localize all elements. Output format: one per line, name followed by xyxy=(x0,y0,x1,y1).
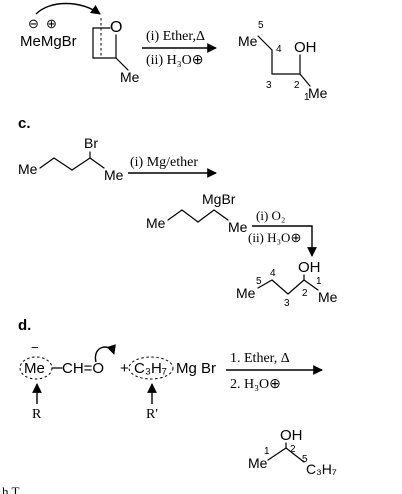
product-b-methyl-1: Me xyxy=(308,85,328,101)
aldehyde-group: CH=O xyxy=(62,360,104,377)
condition-d-1: 1. Ether, Δ xyxy=(230,351,290,366)
product-c-bond-1 xyxy=(257,279,273,289)
product-c-bond-2 xyxy=(271,279,289,295)
carbanion-charge: ⊖ xyxy=(28,16,39,31)
intermediate-bond-1 xyxy=(167,209,183,221)
carbanion-minus: − xyxy=(31,340,39,355)
condition-c-1: (i) Mg/ether xyxy=(130,155,198,170)
condition-b-2: (ii) H₃O⊕ xyxy=(146,53,203,68)
start-bond-2 xyxy=(53,157,73,171)
locant-d-2: 2 xyxy=(290,444,296,455)
section-label-c: c. xyxy=(18,115,31,132)
carbonyl-attack-arrow xyxy=(94,344,116,363)
magnesium-charge: ⊕ xyxy=(46,16,57,31)
chain-bond-b5 xyxy=(299,73,311,87)
locant-d-1: 1 xyxy=(264,446,270,457)
intermediate-bond-4 xyxy=(213,209,229,221)
condition-d-2: 2. H₃O⊕ xyxy=(230,377,281,392)
locant-c-1: 1 xyxy=(316,276,322,287)
chain-bond-b1 xyxy=(257,35,273,51)
locant-b-1: 1 xyxy=(304,92,310,103)
product-d-bond-1 xyxy=(267,447,287,461)
locant-c-2: 2 xyxy=(302,288,308,299)
locant-c-3: 3 xyxy=(284,298,290,309)
condition-c-3: (ii) H₃O⊕ xyxy=(248,230,301,245)
start-bond-1 xyxy=(39,157,55,169)
product-c-bond-3 xyxy=(287,279,305,295)
intermediate-methyl-right: Me xyxy=(228,219,248,235)
locant-d-5: 5 xyxy=(302,454,308,465)
locant-b-2: 2 xyxy=(294,80,300,91)
product-c-methyl-right: Me xyxy=(318,289,338,305)
locant-b-4: 4 xyxy=(276,44,282,55)
locant-b-3: 3 xyxy=(266,80,272,91)
intermediate-methyl-left: Me xyxy=(146,215,166,231)
condition-b-1: (i) Ether,Δ xyxy=(146,29,205,44)
epoxide-methyl: Me xyxy=(120,69,140,85)
product-c-methyl-left: Me xyxy=(236,285,256,301)
grignard-reagent: MeMgBr xyxy=(20,33,77,50)
locant-c-5: 5 xyxy=(256,276,262,287)
r-prime-label: R' xyxy=(146,407,158,422)
section-label-d: d. xyxy=(18,317,31,334)
product-d-propyl: C₃H₇ xyxy=(306,461,337,477)
start-methyl-left: Me xyxy=(18,161,38,177)
r-prime-circle xyxy=(128,356,174,380)
r-label: R xyxy=(32,407,42,422)
epoxide-oxygen: O xyxy=(110,19,122,36)
propyl-group: C₃H₇ xyxy=(134,360,167,377)
nucleophile-methyl: Me xyxy=(24,360,45,377)
bond-to-methyl xyxy=(115,57,129,71)
locant-c-4: 4 xyxy=(270,268,276,279)
reaction-arrow-c2 xyxy=(252,225,317,257)
product-c-hydroxyl: OH xyxy=(298,259,321,276)
product-d-hydroxyl: OH xyxy=(280,427,303,444)
plus-sign: + xyxy=(120,360,129,377)
nucleophilic-attack-arrow xyxy=(35,2,101,15)
magnesium-bromide: Mg Br xyxy=(176,360,216,377)
product-b-methyl: Me xyxy=(238,33,258,49)
intermediate-mgbr: MgBr xyxy=(202,191,236,207)
intermediate-bond-2 xyxy=(181,209,199,223)
start-methyl-right: Me xyxy=(104,167,124,183)
locant-b-5: 5 xyxy=(258,20,264,31)
part-c: c. Br Me Me (i) Mg/ether MgBr Me Me (i) … xyxy=(18,115,338,309)
part-d: d. − Me CH=O + C₃H₇ Mg Br R R' 1. Ether,… xyxy=(18,317,337,477)
part-b: ⊖ ⊕ MeMgBr O Me (i) Ether,Δ (ii) H₃O⊕ Me… xyxy=(20,2,328,103)
product-b-hydroxyl: OH xyxy=(294,39,317,56)
product-c-bond-4 xyxy=(303,279,319,291)
cropped-footer-text: h T xyxy=(2,484,20,494)
condition-c-2: (i) O₂ xyxy=(256,208,285,223)
bromo-substituent: Br xyxy=(84,135,98,151)
intermediate-bond-3 xyxy=(197,209,215,223)
product-d-methyl: Me xyxy=(248,455,268,471)
start-bond-3 xyxy=(71,157,91,171)
start-bond-4 xyxy=(89,157,105,169)
product-d-bond-2 xyxy=(285,447,305,463)
